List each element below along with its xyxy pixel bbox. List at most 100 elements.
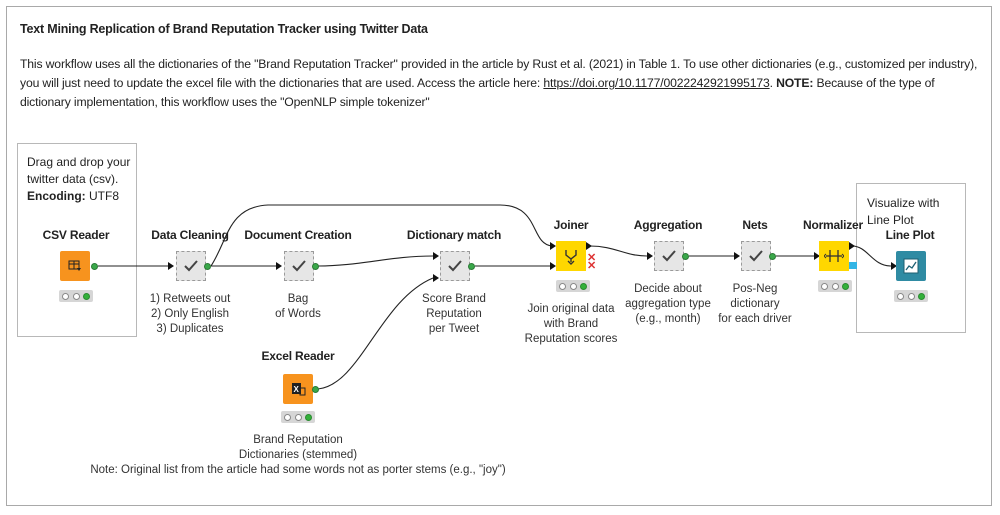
aggregation-desc-line: (e.g., month) <box>635 313 701 325</box>
document-creation-outport[interactable] <box>312 263 319 270</box>
status-led <box>917 292 925 300</box>
data-cleaning-inport[interactable] <box>168 262 174 270</box>
joiner-status <box>556 280 590 292</box>
nets-desc-line: dictionary <box>730 298 780 310</box>
dictionary-match-inport-2[interactable] <box>433 274 439 282</box>
status-led <box>831 282 839 290</box>
normalizer-outport-1[interactable] <box>849 242 855 250</box>
joiner-desc-line: with Brand <box>543 318 599 330</box>
document-creation-desc-line: Bag <box>287 293 309 305</box>
status-led <box>559 282 567 290</box>
status-led <box>821 282 829 290</box>
aggregation-node[interactable] <box>654 241 684 271</box>
normalizer-label: Normalizer <box>802 218 864 232</box>
aggregation-outport[interactable] <box>682 253 689 260</box>
data-cleaning-label: Data Cleaning <box>151 228 229 242</box>
status-led <box>907 292 915 300</box>
excel-reader-desc-line: Brand Reputation <box>253 434 343 446</box>
normalizer-node[interactable] <box>819 241 849 271</box>
aggregation-description: Decide about aggregation type (e.g., mon… <box>625 282 711 327</box>
joiner-node[interactable] <box>556 241 586 271</box>
dictionary-match-outport[interactable] <box>468 263 475 270</box>
input-annotation-line2: twitter data (csv). <box>27 172 119 186</box>
workflow-description: This workflow uses all the dictionaries … <box>20 55 980 112</box>
excel-reader-description: Brand Reputation Dictionaries (stemmed) … <box>90 433 505 478</box>
output-annotation-line1: Visualize with <box>867 196 940 210</box>
joiner-inport-2[interactable] <box>550 262 556 270</box>
dictionary-match-node[interactable] <box>440 251 470 281</box>
joiner-outport-1[interactable] <box>586 242 592 250</box>
workflow-frame <box>6 6 992 506</box>
encoding-value: UTF8 <box>85 189 120 203</box>
dictionary-match-desc-line: Score Brand <box>422 293 486 305</box>
svg-text:X: X <box>294 385 300 394</box>
nets-node[interactable] <box>741 241 771 271</box>
wire-excel-to-dictionary <box>317 277 434 390</box>
aggregation-inport[interactable] <box>647 252 653 260</box>
status-led <box>294 413 302 421</box>
status-led <box>284 413 292 421</box>
dictionary-match-inport-1[interactable] <box>433 252 439 260</box>
line-plot-inport[interactable] <box>891 262 897 270</box>
line-plot-label: Line Plot <box>885 228 935 242</box>
checkmark-icon <box>448 260 462 272</box>
document-creation-desc-line: of Words <box>275 308 321 320</box>
excel-reader-desc-line: Dictionaries (stemmed) <box>238 449 358 461</box>
csv-reader-status <box>59 290 93 302</box>
nets-description: Pos-Neg dictionary for each driver <box>718 282 792 327</box>
nets-desc-line: Pos-Neg <box>732 283 778 295</box>
aggregation-desc-line: aggregation type <box>625 298 711 310</box>
data-cleaning-desc-line: 3) Duplicates <box>156 323 224 335</box>
status-led <box>897 292 905 300</box>
encoding-label: Encoding: <box>27 189 86 203</box>
data-cleaning-desc-line: 1) Retweets out <box>149 293 231 305</box>
normalizer-status <box>818 280 852 292</box>
description-text-2: . <box>769 76 777 90</box>
description-text-3: Because of the type of dictionary implem… <box>20 76 935 109</box>
status-led <box>62 292 70 300</box>
workflow-title: Text Mining Replication of Brand Reputat… <box>20 22 428 36</box>
document-creation-inport[interactable] <box>276 262 282 270</box>
input-annotation-line3: Encoding: UTF8 <box>27 188 130 205</box>
article-link[interactable]: https://doi.org/10.1177/0022242921995173 <box>543 76 770 90</box>
dictionary-match-description: Score Brand Reputation per Tweet <box>422 292 486 337</box>
normalizer-model-port[interactable] <box>849 262 857 269</box>
table-reader-icon <box>68 260 81 271</box>
status-led <box>569 282 577 290</box>
checkmark-icon <box>292 260 306 272</box>
description-text-1: This workflow uses all the dictionaries … <box>20 57 978 90</box>
output-annotation-text: Visualize with Line Plot <box>867 195 939 229</box>
line-chart-icon <box>903 258 919 274</box>
excel-reader-node[interactable]: X <box>283 374 313 404</box>
note-label: NOTE: <box>776 76 814 90</box>
normalizer-inport[interactable] <box>814 252 820 260</box>
status-led <box>304 413 312 421</box>
joiner-description: Join original data with Brand Reputation… <box>525 302 618 347</box>
nets-label: Nets <box>742 218 768 232</box>
csv-reader-node[interactable] <box>60 251 90 281</box>
nets-inport[interactable] <box>734 252 740 260</box>
document-creation-label: Document Creation <box>244 228 352 242</box>
output-annotation-line2: Line Plot <box>867 213 914 227</box>
nets-desc-line: for each driver <box>718 313 792 325</box>
wire-joiner-to-aggregation <box>589 245 648 257</box>
status-led <box>841 282 849 290</box>
aggregation-desc-line: Decide about <box>634 283 702 295</box>
data-cleaning-node[interactable] <box>176 251 206 281</box>
document-creation-node[interactable] <box>284 251 314 281</box>
input-annotation-line1: Drag and drop your <box>27 155 131 169</box>
nets-outport[interactable] <box>769 253 776 260</box>
status-led <box>579 282 587 290</box>
csv-reader-outport[interactable] <box>91 263 98 270</box>
excel-reader-outport[interactable] <box>312 386 319 393</box>
data-cleaning-outport[interactable] <box>204 263 211 270</box>
excel-reader-label: Excel Reader <box>261 349 335 363</box>
joiner-inport-1[interactable] <box>550 242 556 250</box>
status-led <box>72 292 80 300</box>
input-annotation <box>17 143 137 337</box>
excel-reader-desc-line: Note: Original list from the article had… <box>90 464 506 476</box>
line-plot-node[interactable] <box>896 251 926 281</box>
dictionary-match-label: Dictionary match <box>406 228 502 242</box>
line-plot-status <box>894 290 928 302</box>
